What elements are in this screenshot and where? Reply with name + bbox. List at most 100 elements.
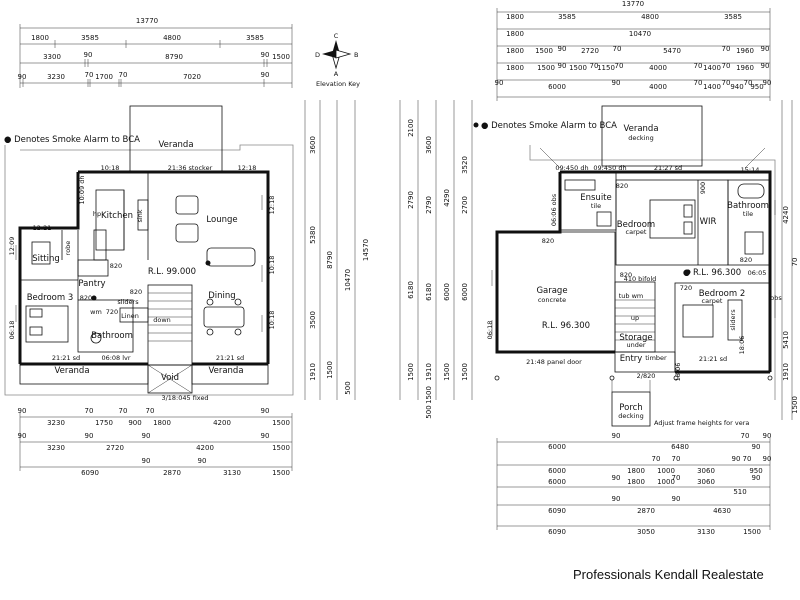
dim: 7020 — [183, 73, 201, 81]
dim: 70 — [743, 455, 752, 463]
label-sink: sink — [136, 209, 144, 222]
rl-upper: ● R.L. 96.300 — [683, 268, 741, 278]
dim: 90 — [761, 45, 770, 53]
door-label: 06:18 — [8, 321, 16, 340]
dim: 3585 — [558, 13, 576, 21]
dim: 1800 — [506, 13, 524, 21]
dim: 1500 — [272, 444, 290, 452]
dim: 2790 — [425, 196, 433, 214]
room-veranda-bl: Veranda — [54, 366, 89, 376]
frame-note: Adjust frame heights for vera — [654, 419, 749, 427]
dim: 3130 — [223, 469, 241, 477]
dim: 1400 — [703, 64, 721, 72]
dim: 70 — [615, 62, 624, 70]
dim: 1700 — [95, 73, 113, 81]
key-n: C — [334, 32, 339, 40]
room-garage-sub: concrete — [538, 296, 566, 304]
dim: 90 — [198, 457, 207, 465]
dim: 1800 — [153, 419, 171, 427]
dim: 1800 — [627, 478, 645, 486]
dim: 3300 — [43, 53, 61, 61]
dim: 70 — [722, 79, 731, 87]
dim: 6000 — [461, 283, 469, 301]
key-e: B — [354, 51, 358, 59]
dim: 1500 — [272, 419, 290, 427]
dim: 10470 — [629, 30, 651, 38]
dim: 6180 — [425, 283, 433, 301]
room-storage-sub: under — [626, 341, 645, 349]
dim: 3230 — [47, 73, 65, 81]
dim: 70 — [694, 79, 703, 87]
dim: 6000 — [548, 467, 566, 475]
dim: 940 — [730, 83, 743, 91]
dim: 1500 — [743, 528, 761, 536]
label-down: down — [153, 316, 171, 324]
room-storage: Storage — [619, 333, 652, 343]
dim: 3585 — [724, 13, 742, 21]
room-bedroom-3: Bedroom 3 — [27, 293, 74, 303]
dim: 90 — [612, 495, 621, 503]
dim: 6480 — [671, 443, 689, 451]
dim: 70 — [722, 62, 731, 70]
elevation-key: C B A D Elevation Key — [315, 32, 360, 88]
dim: 1800 — [627, 467, 645, 475]
dim: 1910 — [309, 363, 317, 381]
dim: 90 — [612, 432, 621, 440]
room-veranda-br: Veranda — [208, 366, 243, 376]
door-label: 10:18 — [268, 256, 276, 275]
dim: 6180 — [407, 281, 415, 299]
dim: 70 — [672, 474, 681, 482]
dim: 90 — [752, 443, 761, 451]
room-void: Void — [161, 373, 179, 383]
left-bottom-dimensions: 90 3230 70 1750 70 900 1800 70 4200 90 1… — [18, 407, 293, 477]
dim: 4000 — [649, 83, 667, 91]
room-entry-sub: timber — [645, 354, 667, 362]
dim: 3230 — [47, 444, 65, 452]
door-label: 09:450 dh — [555, 164, 588, 172]
dim: 3600 — [309, 136, 317, 154]
room-linen: Linen — [121, 312, 139, 320]
door-label: 820 — [110, 262, 122, 270]
smoke-note-left: ● Denotes Smoke Alarm to BCA — [4, 135, 140, 145]
left-top-dimensions: 13770 1800 3585 4800 3585 3300 90 8790 9… — [18, 17, 293, 88]
dim: 90 — [558, 45, 567, 53]
dim: 8790 — [326, 251, 334, 269]
door-label: 06:18 — [486, 321, 494, 340]
dim: 90 — [18, 73, 27, 81]
dim: 70 — [146, 407, 155, 415]
dim: 90 — [752, 474, 761, 482]
dim: 1400 — [703, 83, 721, 91]
room-bedroom-2: Bedroom 2 — [699, 289, 746, 299]
door-label: 18:06 — [738, 336, 746, 355]
door-label: 820 — [740, 256, 752, 264]
room-bathroom: Bathroom — [91, 331, 133, 341]
dim: 70 — [672, 455, 681, 463]
left-plan: ● Denotes Smoke Alarm to BCA Veranda Kit… — [4, 105, 294, 402]
dim: 70 — [741, 432, 750, 440]
dim: 6090 — [548, 528, 566, 536]
rl-garage: R.L. 96.300 — [542, 321, 590, 331]
dim: 70 — [590, 62, 599, 70]
dim: 3230 — [47, 419, 65, 427]
dim: 70 — [652, 455, 661, 463]
dim: 4200 — [213, 419, 231, 427]
dim: 1960 — [736, 47, 754, 55]
dim: 1910 — [782, 363, 790, 381]
dim: 70 — [744, 79, 753, 87]
dim: 1500 — [425, 386, 433, 404]
dim: 6090 — [548, 507, 566, 515]
dim: 1500 — [272, 53, 290, 61]
dim: 1750 — [95, 419, 113, 427]
door-label: 21:21 sd — [699, 355, 727, 363]
dim: 4200 — [196, 444, 214, 452]
dim: 2790 — [407, 191, 415, 209]
dim: 90 — [261, 71, 270, 79]
dim: 13770 — [136, 17, 158, 25]
dim: 1800 — [506, 30, 524, 38]
dim: 70 — [722, 45, 731, 53]
smoke-note-right: ● Denotes Smoke Alarm to BCA — [481, 121, 617, 131]
dim: 90 — [261, 51, 270, 59]
door-label: 06:06 obs — [550, 193, 558, 226]
dim: 70 — [119, 71, 128, 79]
